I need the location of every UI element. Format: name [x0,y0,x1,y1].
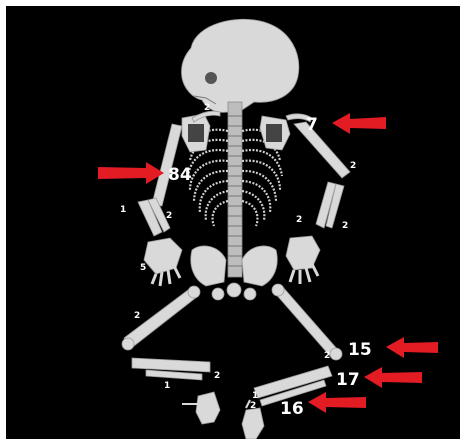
label-humerus-count: 15 [348,340,372,360]
spine [228,102,242,277]
small-label-right-wrist: 2 [342,221,348,231]
arrow-ribs [98,162,164,184]
right-hand [286,236,320,284]
small-label-left-femur: 2 [134,311,140,321]
small-label-right-arm: 2 [350,161,356,171]
small-label-left-tibia: 1 [164,381,170,391]
small-label-left-forearm-a: 1 [120,205,126,215]
small-label-right-foot: 2 [250,401,256,411]
label-clavicle-count: 7 [306,115,318,135]
skeleton-svg: 7 84 15 17 16 2 2 1 2 2 2 5 2 1 2 2 1 2 [6,6,460,439]
small-label-right-knee: 1 [252,391,258,401]
left-foot [182,392,220,424]
small-label-neck: 2 [204,103,210,113]
skeleton-diagram: 7 84 15 17 16 2 2 1 2 2 2 5 2 1 2 2 1 2 [6,6,460,439]
small-label-left-forearm-b: 2 [166,211,172,221]
right-femur [272,284,342,360]
right-arm [294,122,350,228]
left-lower-leg [132,358,210,380]
arrow-tibia [364,367,422,388]
small-label-left-hand: 5 [140,263,146,273]
arrow-fibula [308,392,366,413]
arrow-clavicle [332,113,386,134]
label-ribs-count: 84 [168,165,192,185]
arrow-humerus [386,337,438,358]
label-fibula-count: 16 [280,399,304,419]
small-label-right-forearm: 2 [296,215,302,225]
skull [181,19,298,112]
small-label-right-tibia: 2 [324,351,330,361]
left-hand [144,238,182,286]
small-label-left-foot: 2 [214,371,220,381]
right-scapula [260,116,290,150]
label-tibia-count: 17 [336,370,360,390]
